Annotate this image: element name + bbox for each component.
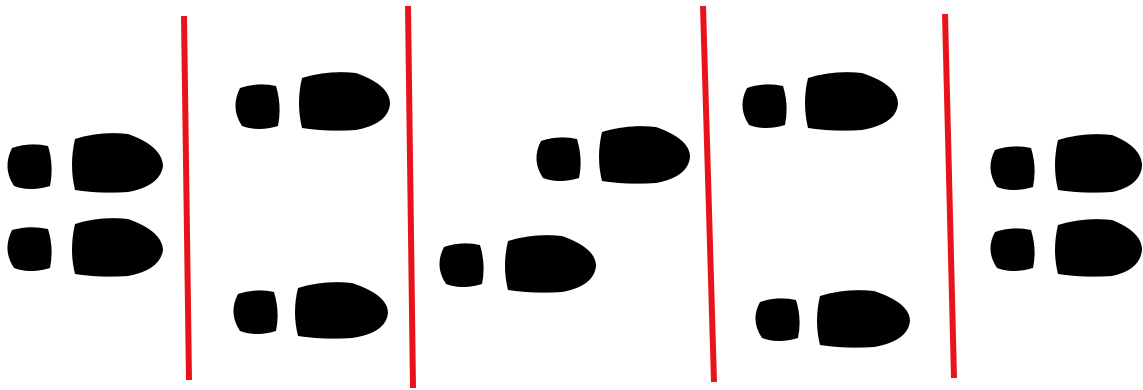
- shoe-print-icon: [233, 282, 388, 338]
- shoe-print-icon: [439, 235, 596, 292]
- shoe-print-icon: [755, 290, 910, 347]
